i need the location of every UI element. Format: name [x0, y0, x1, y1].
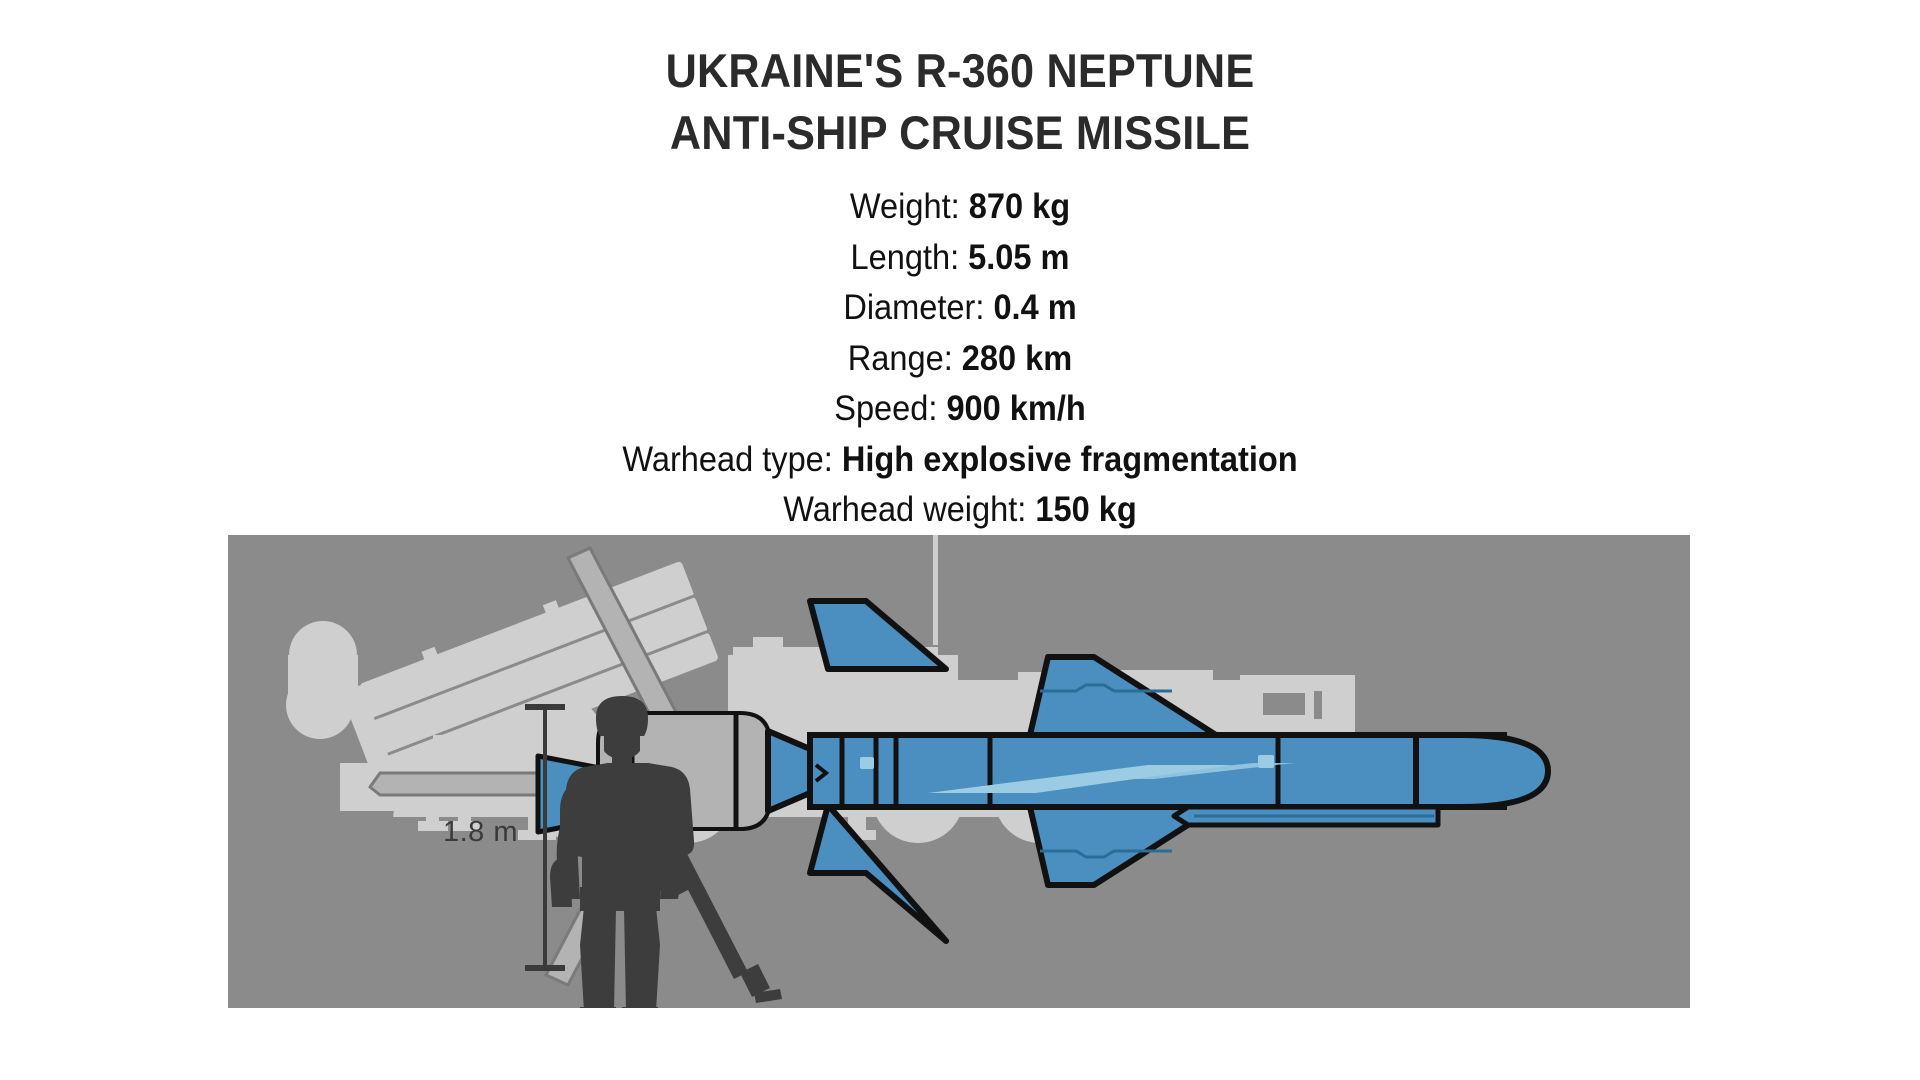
- scale-bar: [525, 704, 565, 971]
- spec-value-warhead-weight: 150 kg: [1035, 490, 1137, 529]
- soldier-silhouette: [550, 696, 782, 1008]
- spec-row-weight: Weight: 870 kg: [67, 182, 1853, 233]
- spec-label-range: Range:: [847, 338, 962, 378]
- spec-label-diameter: Diameter:: [843, 288, 994, 327]
- spec-label-warhead-weight: Warhead weight:: [783, 490, 1036, 529]
- spec-row-length: Length: 5.05 m: [67, 233, 1853, 284]
- spec-row-range: Range: 280 km: [67, 334, 1853, 385]
- spec-value-weight: 870 kg: [968, 187, 1071, 226]
- spec-value-diameter: 0.4 m: [993, 288, 1077, 327]
- scale-label: 1.8 m: [443, 816, 519, 848]
- spec-row-warhead-weight: Warhead weight: 150 kg: [67, 485, 1853, 536]
- title-line-2: ANTI-SHIP CRUISE MISSILE: [669, 106, 1251, 159]
- spec-value-warhead-type: High explosive fragmentation: [841, 439, 1298, 479]
- spec-label-length: Length:: [850, 237, 969, 277]
- specification-list: Weight: 870 kg Length: 5.05 m Diameter: …: [0, 182, 1920, 536]
- spec-value-range: 280 km: [961, 338, 1073, 378]
- spec-label-warhead-type: Warhead type:: [622, 439, 842, 479]
- spec-label-speed: Speed:: [834, 389, 947, 428]
- spec-value-speed: 900 km/h: [946, 389, 1086, 428]
- spec-label-weight: Weight:: [849, 187, 969, 226]
- missile-body: [765, 598, 1551, 944]
- spec-row-warhead-type: Warhead type: High explosive fragmentati…: [67, 435, 1853, 486]
- spec-row-diameter: Diameter: 0.4 m: [67, 283, 1853, 334]
- title-line-1: UKRAINE'S R-360 NEPTUNE: [665, 44, 1255, 97]
- spec-value-length: 5.05 m: [968, 237, 1070, 277]
- page-title: UKRAINE'S R-360 NEPTUNE ANTI-SHIP CRUISE…: [0, 40, 1920, 164]
- illustration-panel: [228, 535, 1690, 1008]
- spec-row-speed: Speed: 900 km/h: [67, 384, 1853, 435]
- body-highlight: [928, 765, 1232, 793]
